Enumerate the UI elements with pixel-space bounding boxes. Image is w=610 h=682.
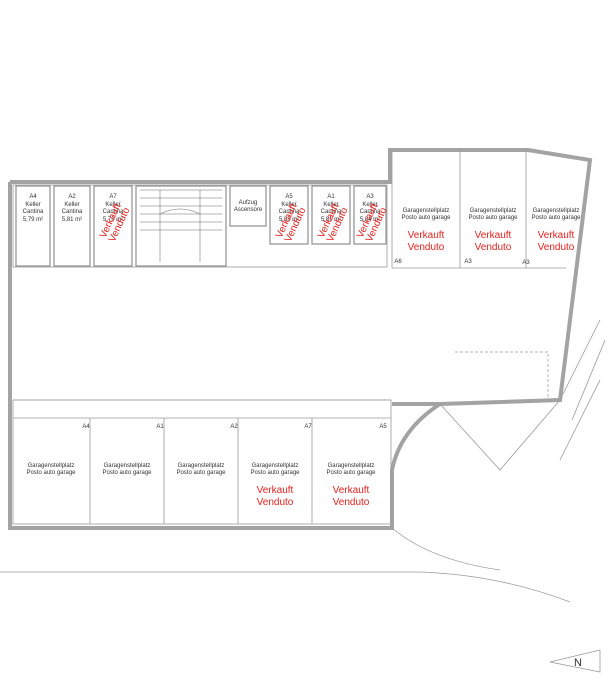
access-ramp	[0, 319, 606, 603]
garage-label-de: Garagenstellplatz	[178, 463, 225, 469]
garage-label-de: Garagenstellplatz	[533, 208, 580, 214]
sold-label-de: Verkauft	[257, 485, 294, 496]
cellar-label-it: Cantina	[360, 209, 381, 215]
cellar-code: A7	[109, 194, 117, 200]
garage-label-de: Garagenstellplatz	[403, 208, 450, 214]
sold-label-it: Venduto	[333, 497, 370, 508]
garage-code: A2	[230, 424, 238, 430]
garage-code: A7	[304, 424, 312, 430]
north-arrow: N	[549, 649, 601, 673]
garage-code: A3	[464, 259, 472, 265]
sold-label-it: Venduto	[475, 242, 512, 253]
lift-label-it: Ascensore	[234, 207, 263, 213]
cellar-area: 5,83 m²	[279, 217, 299, 223]
garage-label-it: Posto auto garage	[531, 215, 581, 221]
north-arrow-label: N	[574, 657, 582, 669]
cellar-label-de: Keller	[105, 202, 120, 208]
cellar-area: 5,84 m²	[360, 217, 380, 223]
cellar-label-de: Keller	[64, 202, 79, 208]
cellar-label-it: Cantina	[103, 209, 124, 215]
cellar-area: 5,81 m²	[321, 217, 341, 223]
cellar-code: A1	[327, 194, 335, 200]
garage-label-it: Posto auto garage	[468, 215, 518, 221]
cellar-area: 5,81 m²	[62, 217, 82, 223]
lift-label-de: Aufzug	[239, 200, 258, 206]
sold-label-de: Verkauft	[408, 230, 445, 241]
garage-label-it: Posto auto garage	[250, 470, 300, 476]
stairwell	[135, 185, 227, 267]
cellar-code: A4	[29, 194, 37, 200]
cellar-area: 5,79 m²	[23, 217, 43, 223]
sold-label-de: Verkauft	[475, 230, 512, 241]
garage-label-de: Garagenstellplatz	[252, 463, 299, 469]
sold-label-it: Venduto	[408, 242, 445, 253]
cellar-label-de: Keller	[323, 202, 338, 208]
cellar-code: A3	[366, 194, 374, 200]
lift-shaft	[229, 185, 267, 227]
cellar-label-de: Keller	[281, 202, 296, 208]
garage-code: A1	[156, 424, 164, 430]
cellar-label-it: Cantina	[62, 209, 83, 215]
garage-label-it: Posto auto garage	[176, 470, 226, 476]
garage-label-it: Posto auto garage	[102, 470, 152, 476]
cellar-label-it: Cantina	[23, 209, 44, 215]
garage-code: A6	[394, 259, 402, 265]
sold-label-it: Venduto	[257, 497, 294, 508]
cellar-code: A2	[68, 194, 76, 200]
garage-label-de: Garagenstellplatz	[328, 463, 375, 469]
garage-code: A5	[379, 424, 387, 430]
cellar-label-it: Cantina	[279, 209, 300, 215]
cellar-row	[15, 185, 387, 267]
sold-label-it: Venduto	[538, 242, 575, 253]
cellar-code: A5	[285, 194, 293, 200]
garage-lines	[13, 150, 566, 524]
cellar-label-de: Keller	[362, 202, 377, 208]
garage-label-de: Garagenstellplatz	[28, 463, 75, 469]
garage-code: A3	[522, 260, 530, 266]
cellar-label-de: Keller	[25, 202, 40, 208]
sold-label-de: Verkauft	[538, 230, 575, 241]
sold-label-de: Verkauft	[333, 485, 370, 496]
garage-code: A4	[82, 424, 90, 430]
cellar-area: 5,79 m²	[103, 217, 123, 223]
garage-label-it: Posto auto garage	[26, 470, 76, 476]
garage-label-it: Posto auto garage	[326, 470, 376, 476]
cellar-label-it: Cantina	[321, 209, 342, 215]
garage-label-de: Garagenstellplatz	[104, 463, 151, 469]
garage-label-it: Posto auto garage	[401, 215, 451, 221]
garage-label-de: Garagenstellplatz	[470, 208, 517, 214]
